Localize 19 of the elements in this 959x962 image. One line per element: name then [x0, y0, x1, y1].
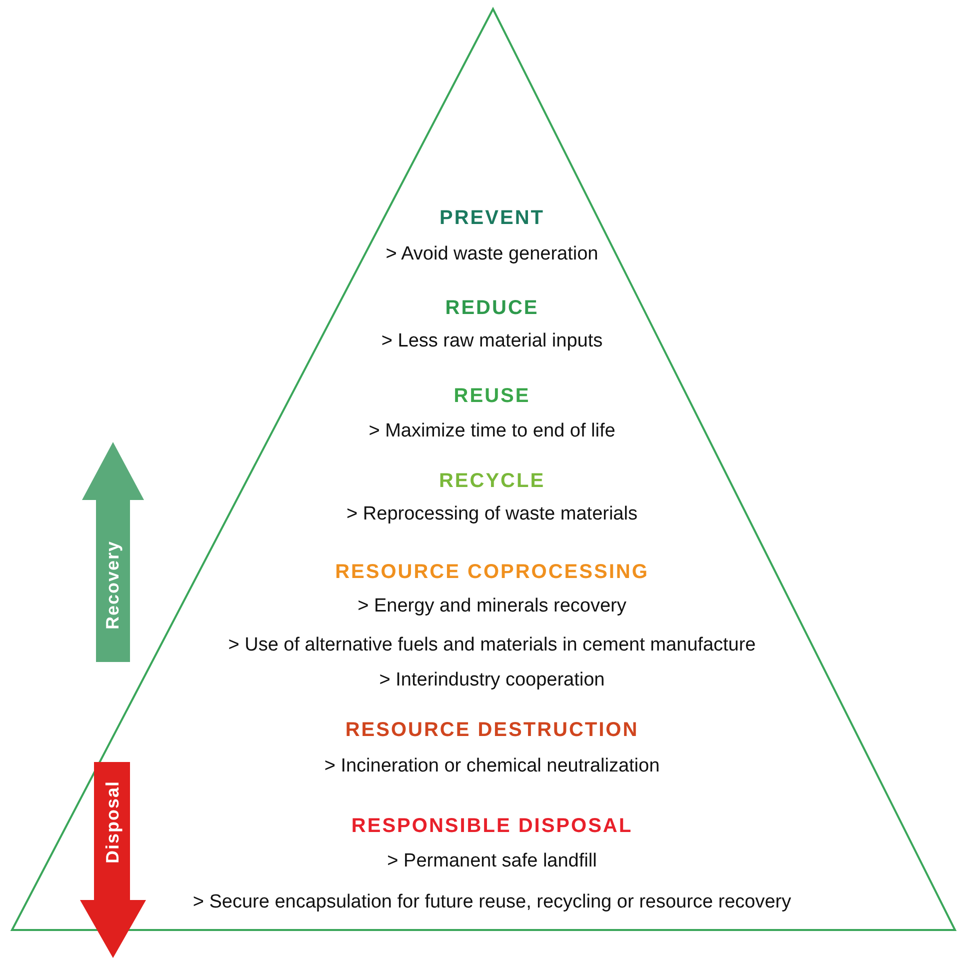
level-heading: REDUCE — [445, 297, 539, 319]
level-description: > Interindustry cooperation — [379, 670, 605, 692]
level-heading: RESOURCE DESTRUCTION — [345, 719, 639, 741]
level-description: > Incineration or chemical neutralization — [324, 756, 660, 778]
level-description: > Use of alternative fuels and materials in cement manufacture — [228, 636, 756, 656]
level-heading: REUSE — [454, 385, 530, 407]
level-heading: RESOURCE COPROCESSING — [335, 561, 649, 583]
level-description: > Maximize time to end of life — [368, 422, 616, 442]
arrow-label: Disposal — [102, 780, 124, 864]
level-heading: RESPONSIBLE DISPOSAL — [351, 815, 633, 837]
level-heading: RECYCLE — [438, 470, 546, 492]
level-description: > Less raw material inputs — [381, 332, 603, 352]
level-description: > Avoid waste generation — [386, 244, 598, 266]
level-heading: PREVENT — [440, 207, 544, 229]
arrow-label: Recovery — [102, 540, 124, 630]
level-description: > Energy and minerals recovery — [358, 596, 626, 618]
level-description: > Permanent safe landfill — [387, 852, 597, 872]
level-description: > Reprocessing of waste materials — [346, 504, 638, 526]
level-description: > Secure encapsulation for future reuse, recycling or resource recovery — [192, 892, 792, 914]
